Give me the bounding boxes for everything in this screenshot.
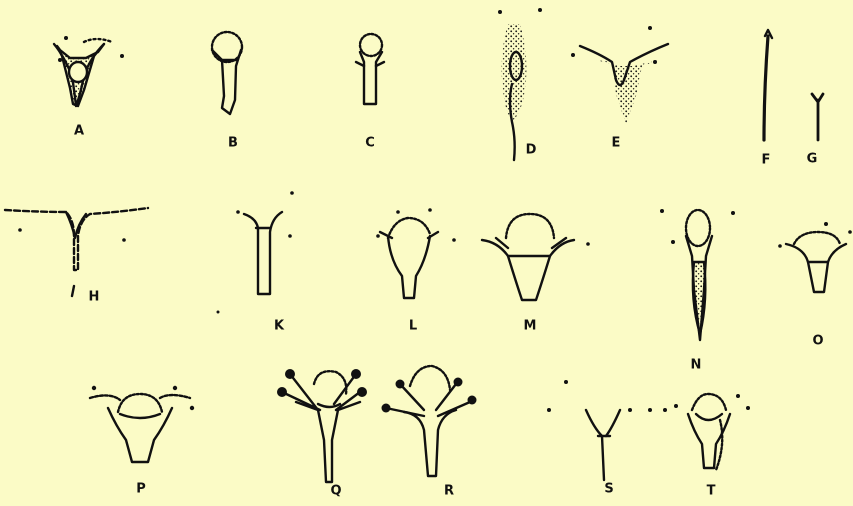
figure-n xyxy=(660,209,735,340)
figure-d xyxy=(498,8,542,160)
figure-h xyxy=(5,208,148,296)
figure-r xyxy=(382,366,477,476)
label-r: R xyxy=(444,484,454,499)
label-l: L xyxy=(409,319,417,334)
figure-k xyxy=(217,191,294,313)
figure-s xyxy=(547,380,632,480)
label-q: Q xyxy=(330,484,341,499)
figure-a xyxy=(54,36,124,106)
figure-p xyxy=(90,386,194,462)
label-m: M xyxy=(524,319,537,334)
label-b: B xyxy=(228,136,238,151)
label-a: A xyxy=(74,124,84,139)
figure-g xyxy=(812,94,823,140)
label-e: E xyxy=(612,136,621,151)
label-f: F xyxy=(762,153,771,168)
figure-c xyxy=(356,34,384,104)
figure-l xyxy=(376,208,456,298)
figure-m xyxy=(482,214,590,300)
label-d: D xyxy=(526,143,537,158)
figure-q xyxy=(277,369,367,482)
label-t: T xyxy=(707,484,716,499)
label-k: K xyxy=(274,319,284,334)
label-s: S xyxy=(604,482,613,497)
label-c: C xyxy=(365,136,375,151)
figure-b xyxy=(212,32,242,114)
figure-f xyxy=(764,30,772,140)
label-g: G xyxy=(807,152,818,167)
label-n: N xyxy=(691,358,702,373)
label-h: H xyxy=(89,290,100,305)
figure-o xyxy=(778,222,852,292)
label-p: P xyxy=(136,482,146,497)
label-o: O xyxy=(812,334,823,349)
figure-e xyxy=(571,26,668,124)
figure-t xyxy=(648,394,750,470)
